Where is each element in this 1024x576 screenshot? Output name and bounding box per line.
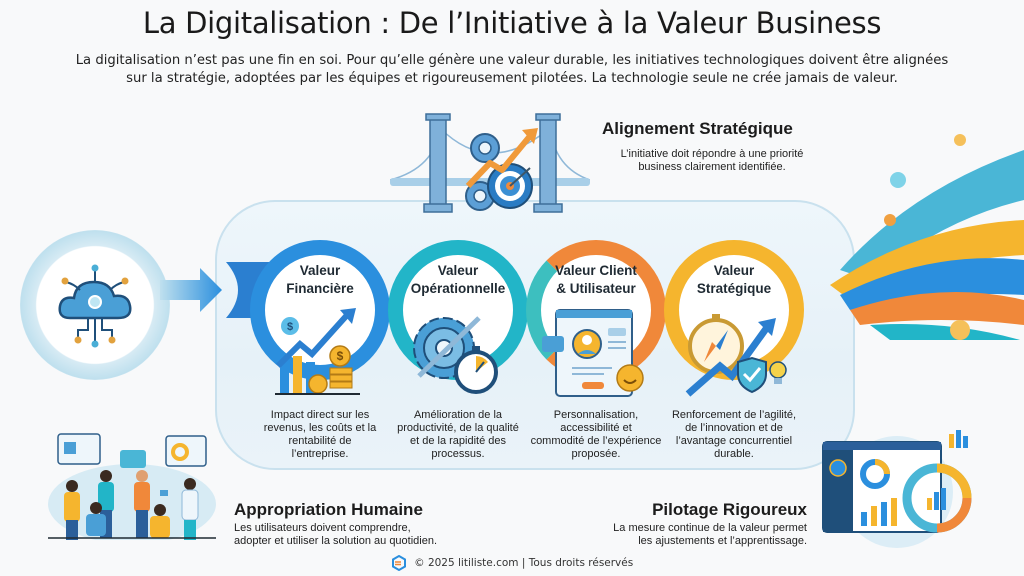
dashboard-cycle-icon: [822, 430, 972, 548]
subtitle-line-1: La digitalisation n’est pas une fin en s…: [75, 53, 949, 68]
value-desc-operational: Amélioration de la productivité, de la q…: [397, 409, 519, 460]
gear-stopwatch-icon: [413, 316, 498, 394]
litiliste-logo-icon: [391, 555, 406, 571]
footer-copyright: © 2025 litiliste.com | Tous droits réser…: [414, 557, 634, 569]
value-title-strategic: Valeur Stratégique: [696, 263, 772, 296]
bridge-gears-target-icon: [390, 113, 590, 213]
page-title: La Digitalisation : De l’Initiative à la…: [142, 6, 882, 40]
chart-coins-icon: $ $: [275, 308, 360, 395]
steering-desc: La mesure continue de la valeur permet l…: [613, 522, 807, 547]
value-desc-strategic: Renforcement de l’agilité, de l’innovati…: [671, 409, 797, 460]
value-title-financial: Valeur Financière: [286, 263, 354, 296]
user-profile-smiley-icon: [542, 309, 644, 397]
alignment-title: Alignement Stratégique: [602, 119, 793, 138]
human-title: Appropriation Humaine: [234, 500, 423, 519]
subtitle-line-2: sur la stratégie, adoptées par les équip…: [126, 71, 898, 86]
color-splash-icon: [830, 134, 1024, 340]
svg-text:$: $: [287, 321, 293, 333]
footer: © 2025 litiliste.com | Tous droits réser…: [0, 555, 1024, 571]
value-title-client: Valeur Client & Utilisateur: [555, 263, 637, 296]
team-collaboration-icon: [48, 433, 216, 540]
human-desc: Les utilisateurs doivent comprendre, ado…: [234, 522, 438, 547]
value-title-operational: Valeur Opérationnelle: [410, 263, 506, 296]
value-desc-client: Personnalisation, accessibilité et commo…: [530, 409, 662, 460]
svg-text:$: $: [337, 349, 344, 363]
steering-title: Pilotage Rigoureux: [652, 500, 807, 519]
value-desc-financial: Impact direct sur les revenus, les coûts…: [263, 409, 377, 460]
page-subtitle: La digitalisation n’est pas une fin en s…: [20, 52, 1004, 88]
digital-hub: [20, 230, 170, 380]
alignment-desc: L’initiative doit répondre à une priorit…: [620, 148, 804, 173]
compass-shield-bulb-icon: [685, 314, 787, 397]
cloud-circuit-icon: [58, 264, 132, 348]
